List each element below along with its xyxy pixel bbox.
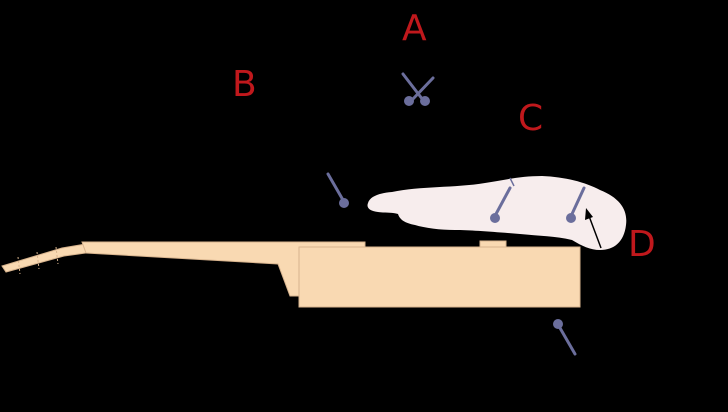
- arrow-icon: [585, 208, 602, 249]
- pin-b-icon: [326, 172, 349, 208]
- guitar-body: [298, 246, 581, 308]
- pin-d-icon: [566, 186, 586, 223]
- label-d: D: [628, 224, 656, 265]
- pin-c-icon: [490, 186, 512, 223]
- guitar-headstock: [1, 243, 87, 273]
- label-a: A: [402, 8, 427, 49]
- label-b: B: [232, 64, 257, 105]
- pin-a-icon: [401, 72, 435, 106]
- guitar-illustration: [1, 240, 581, 308]
- pin-bottom-icon: [553, 319, 577, 356]
- guitar-bridge: [479, 240, 507, 248]
- label-c: C: [518, 98, 543, 139]
